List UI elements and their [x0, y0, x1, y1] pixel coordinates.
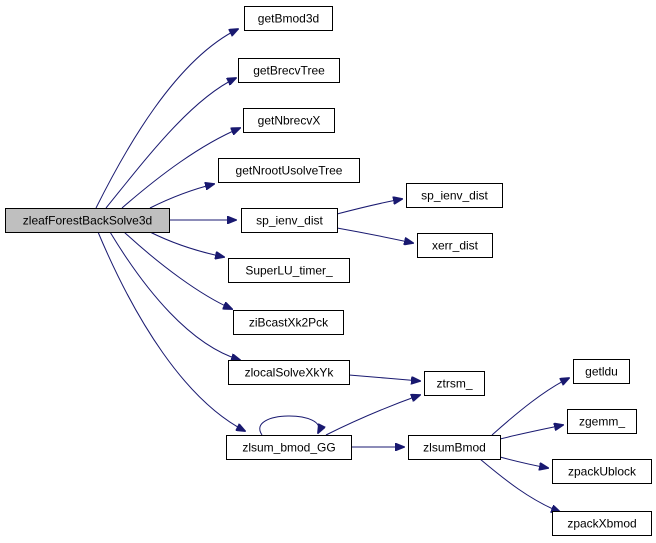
edge-zlsumBmod-to-zgemm_ [499, 425, 563, 440]
node-box-getldu[interactable] [573, 359, 630, 384]
node-box-zgemm_[interactable] [567, 409, 637, 434]
edge-root-to-zlsum_bmod_GG [97, 231, 245, 431]
edge-root-to-getNbrecvX [121, 128, 240, 209]
node-box-ziBcastXk2Pck[interactable] [233, 310, 344, 335]
edge-sp_ienv_dist_a-to-xerr_dist [336, 227, 413, 243]
node-box-SuperLU_timer_[interactable] [228, 258, 350, 283]
node-label-SuperLU_timer_: SuperLU_timer_ [245, 264, 333, 278]
node-xerr_dist[interactable]: xerr_dist [417, 233, 493, 258]
edge-zlocalSolveXkYk-to-ztrsm_ [348, 374, 420, 381]
node-label-ziBcastXk2Pck: ziBcastXk2Pck [249, 316, 329, 330]
edge-root-to-getNrootUsolveTree [149, 184, 214, 209]
node-getNrootUsolveTree[interactable]: getNrootUsolveTree [218, 158, 360, 183]
node-label-getldu: getldu [585, 365, 618, 379]
node-ziBcastXk2Pck[interactable]: ziBcastXk2Pck [233, 310, 344, 335]
edge-root-to-ziBcastXk2Pck [123, 231, 232, 309]
node-label-getNrootUsolveTree: getNrootUsolveTree [236, 164, 343, 178]
node-getBrecvTree[interactable]: getBrecvTree [238, 58, 340, 83]
node-label-getBrecvTree: getBrecvTree [253, 64, 325, 78]
node-getBmod3d[interactable]: getBmod3d [244, 6, 333, 31]
node-getNbrecvX[interactable]: getNbrecvX [243, 108, 335, 133]
node-getldu[interactable]: getldu [573, 359, 630, 384]
node-label-sp_ienv_dist_a: sp_ienv_dist [256, 214, 323, 228]
node-zpackUblock[interactable]: zpackUblock [552, 459, 652, 484]
node-zlocalSolveXkYk[interactable]: zlocalSolveXkYk [228, 360, 350, 385]
edge-root-to-SuperLU_timer_ [149, 231, 224, 257]
node-label-zgemm_: zgemm_ [579, 415, 625, 429]
node-box-getNrootUsolveTree[interactable] [218, 158, 360, 183]
node-box-ztrsm_[interactable] [424, 371, 485, 396]
node-label-xerr_dist: xerr_dist [432, 239, 479, 253]
node-root[interactable]: zleafForestBackSolve3d [5, 208, 170, 233]
node-box-root[interactable] [5, 208, 170, 233]
node-label-sp_ienv_dist_b: sp_ienv_dist [421, 189, 488, 203]
edge-root-to-getBrecvTree [105, 78, 236, 209]
node-box-zlsum_bmod_GG[interactable] [226, 435, 352, 460]
node-SuperLU_timer_[interactable]: SuperLU_timer_ [228, 258, 350, 283]
edge-zlsumBmod-to-zpackXbmod [479, 458, 560, 512]
node-label-zpackXbmod: zpackXbmod [567, 517, 636, 531]
node-zlsumBmod[interactable]: zlsumBmod [408, 435, 501, 460]
node-sp_ienv_dist_b[interactable]: sp_ienv_dist [406, 183, 503, 208]
node-box-getBmod3d[interactable] [244, 6, 333, 31]
node-zgemm_[interactable]: zgemm_ [567, 409, 637, 434]
node-label-zlsum_bmod_GG: zlsum_bmod_GG [242, 441, 335, 455]
node-label-root: zleafForestBackSolve3d [23, 214, 152, 228]
edge-zlsum_bmod_GG-to-ztrsm_ [325, 395, 420, 436]
edge-root-to-zlocalSolveXkYk [109, 231, 240, 360]
node-box-getBrecvTree[interactable] [238, 58, 340, 83]
node-box-zpackXbmod[interactable] [552, 511, 652, 536]
node-box-getNbrecvX[interactable] [243, 108, 335, 133]
node-ztrsm_[interactable]: ztrsm_ [424, 371, 485, 396]
node-box-sp_ienv_dist_a[interactable] [241, 208, 338, 233]
edge-zlsumBmod-to-getldu [491, 378, 569, 436]
node-label-zpackUblock: zpackUblock [568, 465, 637, 479]
edges-layer [95, 29, 569, 512]
node-box-zlocalSolveXkYk[interactable] [228, 360, 350, 385]
node-label-zlsumBmod: zlsumBmod [423, 441, 486, 455]
edge-zlsumBmod-to-zpackUblock [499, 456, 548, 468]
node-sp_ienv_dist_a[interactable]: sp_ienv_dist [241, 208, 338, 233]
edge-zlsum_bmod_GG-to-zlsum_bmod_GG [259, 415, 319, 436]
edge-root-to-getBmod3d [95, 29, 238, 209]
node-zlsum_bmod_GG[interactable]: zlsum_bmod_GG [226, 435, 352, 460]
node-box-xerr_dist[interactable] [417, 233, 493, 258]
node-label-getNbrecvX: getNbrecvX [258, 114, 321, 128]
node-box-zlsumBmod[interactable] [408, 435, 501, 460]
node-box-sp_ienv_dist_b[interactable] [406, 183, 503, 208]
node-label-zlocalSolveXkYk: zlocalSolveXkYk [245, 366, 335, 380]
edge-sp_ienv_dist_a-to-sp_ienv_dist_b [336, 199, 402, 215]
node-box-zpackUblock[interactable] [552, 459, 652, 484]
node-label-getBmod3d: getBmod3d [258, 12, 319, 26]
node-zpackXbmod[interactable]: zpackXbmod [552, 511, 652, 536]
nodes-layer: zleafForestBackSolve3d getBmod3d getBrecvT… [5, 6, 652, 536]
node-label-ztrsm_: ztrsm_ [437, 377, 473, 391]
